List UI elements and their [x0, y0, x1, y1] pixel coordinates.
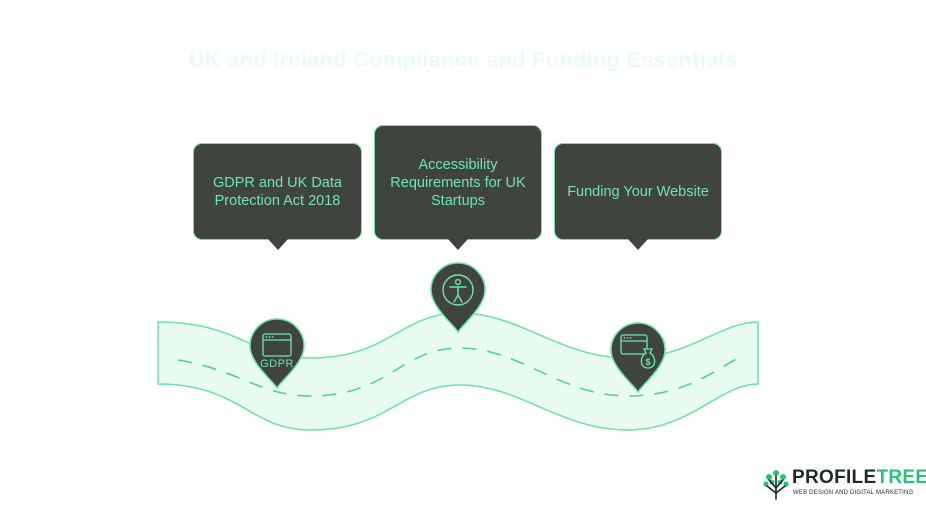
gdpr-icon-text: GDPR: [260, 358, 294, 370]
step-bubble-accessibility: Accessibility Requirements for UK Startu…: [374, 125, 542, 250]
logo-name-part2: TREE: [876, 467, 926, 488]
diagram-title: UK and Ireland Compliance and Funding Es…: [188, 47, 738, 72]
gdpr-document-icon: GDPR: [260, 333, 294, 370]
road-center-line: [177, 347, 746, 397]
step-label-funding: Funding Your Website: [567, 183, 709, 200]
step-bubble-gdpr: GDPR and UK Data Protection Act 2018: [193, 143, 362, 250]
accessibility-person-icon: [442, 274, 474, 306]
map-marker-funding: $: [610, 322, 666, 394]
step-bubble-funding: Funding Your Website: [554, 143, 722, 250]
tree-icon: [763, 470, 789, 500]
map-marker-accessibility: [430, 262, 486, 334]
money-bag-symbol: $: [645, 357, 650, 367]
step-label-gdpr: GDPR and UK Data Protection Act 2018: [213, 174, 342, 209]
logo-tagline: WEB DESIGN AND DIGITAL MARKETING: [793, 490, 914, 496]
road-band: [157, 312, 759, 431]
logo-wordmark: PROFILETREE: [792, 467, 926, 489]
browser-money-bag-icon: $: [620, 334, 656, 369]
map-marker-gdpr: GDPR: [249, 318, 305, 390]
step-label-accessibility: Accessibility Requirements for UK Startu…: [390, 156, 526, 209]
logo-name-part1: PROFILE: [792, 467, 877, 488]
profiletree-logo: PROFILETREE WEB DESIGN AND DIGITAL MARKE…: [762, 466, 926, 502]
